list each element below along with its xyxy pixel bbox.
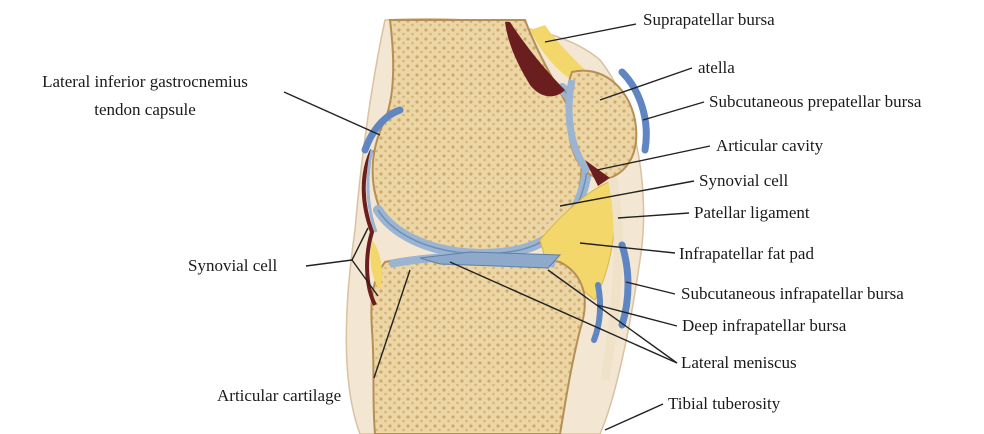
label-articular-cartilage: Articular cartilage	[217, 386, 341, 406]
label-subcutaneous-prepatellar-bursa: Subcutaneous prepatellar bursa	[709, 92, 921, 112]
label-tibial-tuberosity: Tibial tuberosity	[668, 394, 780, 414]
tibia	[371, 255, 584, 434]
label-patella: atella	[698, 58, 735, 78]
label-subcutaneous-infrapatellar-bursa: Subcutaneous infrapatellar bursa	[681, 284, 904, 304]
label-synovial-cell-right: Synovial cell	[699, 171, 788, 191]
label-lateral-gastrocnemius-line1: Lateral inferior gastrocnemius	[10, 72, 280, 92]
label-lateral-gastrocnemius-line2: tendon capsule	[10, 100, 280, 120]
leader-synovial-left-a	[306, 260, 352, 266]
label-infrapatellar-fat-pad: Infrapatellar fat pad	[679, 244, 814, 264]
label-articular-cavity: Articular cavity	[716, 136, 823, 156]
leader-suprapatellar-bursa	[545, 24, 636, 42]
label-lateral-meniscus: Lateral meniscus	[681, 353, 797, 373]
patella	[567, 71, 636, 179]
label-synovial-cell-left: Synovial cell	[188, 256, 277, 276]
leader-prepatellar-bursa	[643, 102, 704, 120]
label-patellar-ligament: Patellar ligament	[694, 203, 810, 223]
leader-tibial-tuberosity	[605, 404, 663, 430]
leader-gastrocnemius	[284, 92, 380, 135]
label-deep-infrapatellar-bursa: Deep infrapatellar bursa	[682, 316, 846, 336]
label-suprapatellar-bursa: Suprapatellar bursa	[643, 10, 775, 30]
